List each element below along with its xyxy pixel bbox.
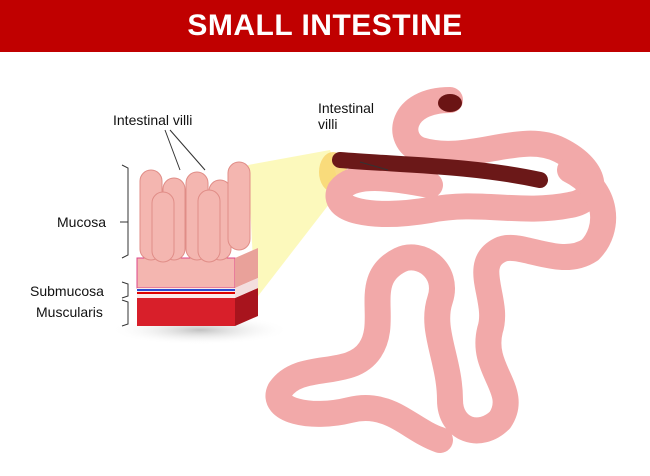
label-submucosa: Submucosa	[30, 283, 104, 299]
title-banner: SMALL INTESTINE	[0, 0, 650, 52]
label-muscularis: Muscularis	[36, 304, 103, 320]
label-mucosa: Mucosa	[57, 214, 107, 230]
villi-tissue-block	[136, 161, 258, 326]
label-intestinal-villi-right-2: villi	[318, 116, 338, 132]
label-intestinal-villi-right-1: Intestinal	[318, 100, 375, 116]
label-lines	[120, 129, 206, 327]
opened-intestine-section	[332, 152, 548, 188]
intestine	[265, 87, 616, 453]
page-title: SMALL INTESTINE	[187, 9, 463, 42]
magnification-beam	[248, 150, 340, 300]
label-intestinal-villi: Intestinal villi	[113, 112, 193, 128]
